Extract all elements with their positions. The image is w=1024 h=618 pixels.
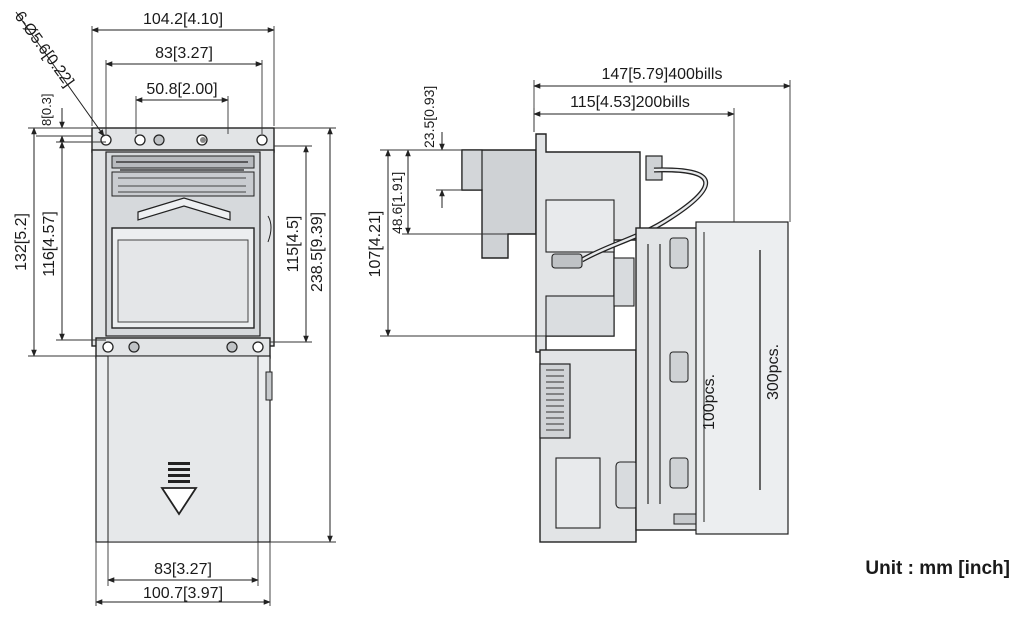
down-arrow-icon	[160, 462, 198, 516]
connector	[539, 363, 571, 439]
dim-depth-400: 147[5.79]400bills	[602, 66, 723, 83]
screw	[226, 341, 238, 353]
mount-hole	[100, 134, 112, 146]
front-view: 104.2[4.10] 83[3.27] 50.8[2.00] 6-Ø5.6[0…	[11, 8, 336, 606]
screw	[128, 341, 140, 353]
unit-label: Unit : mm [inch]	[865, 558, 1010, 579]
lower-flange	[95, 337, 271, 359]
top-flange	[91, 127, 275, 153]
dim-entry-mid-height: 48.6[1.91]	[389, 172, 405, 234]
dim-depth-200: 115[4.53]200bills	[570, 94, 690, 111]
dim-hole-callout: 6-Ø5.6[0.22]	[11, 8, 77, 90]
cashbox-100	[635, 227, 699, 531]
cashbox-300	[695, 221, 789, 535]
dim-mount-hole-spacing: 83[3.27]	[155, 45, 213, 62]
cashbox-100-label: 100pcs.	[701, 374, 718, 430]
mount-hole	[134, 134, 146, 146]
dim-bezel-height-outer: 132[5.2]	[13, 213, 30, 271]
mount-hole	[252, 341, 264, 353]
dim-right-inner-height: 115[4.5]	[285, 216, 302, 273]
entry-chevron	[137, 197, 231, 221]
mount-hole	[256, 134, 268, 146]
mount-hole	[102, 341, 114, 353]
screw	[153, 134, 165, 146]
dim-head-height: 107[4.21]	[367, 211, 384, 278]
dim-overall-width: 104.2[4.10]	[143, 11, 223, 28]
screw	[200, 137, 206, 143]
label-plate	[555, 457, 601, 529]
dim-top-offset: 8[0.3]	[39, 93, 54, 126]
side-view: 100pcs. 300pcs. 147[5.79]400bills 115[4.…	[367, 66, 791, 543]
cashbox-300-label: 300pcs.	[765, 344, 782, 400]
dim-inner-hole-spacing: 50.8[2.00]	[146, 81, 217, 98]
dim-overall-height: 238.5[9.39]	[309, 212, 326, 292]
dim-cashbox-width-outer: 100.7[3.97]	[143, 585, 223, 602]
dim-entry-height: 23.5[0.93]	[421, 86, 437, 148]
dim-cashbox-width-inner: 83[3.27]	[154, 561, 212, 578]
dim-bezel-height-inner: 116[4.57]	[41, 211, 58, 277]
